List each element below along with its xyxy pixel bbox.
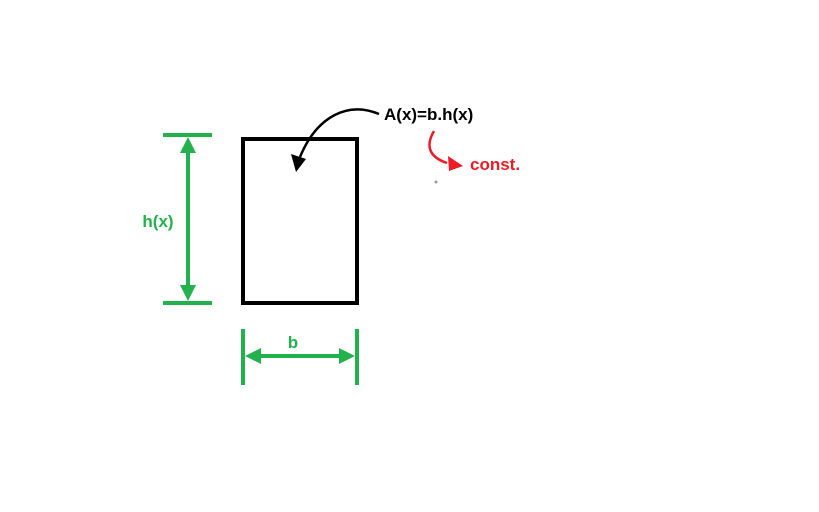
- height-dim-arrowhead-top: [180, 137, 196, 153]
- const-annotation: const.: [428, 130, 520, 174]
- width-dim-arrowhead-right: [339, 348, 355, 364]
- area-pointer-arrowhead: [291, 154, 306, 172]
- area-annotation: A(x)=b.h(x): [291, 105, 473, 172]
- height-dimension-arrow: h(x): [142, 133, 212, 305]
- stray-mark: [434, 180, 438, 184]
- area-formula-label: A(x)=b.h(x): [384, 105, 473, 124]
- const-pointer-arrow: [428, 130, 448, 165]
- width-dimension-label: b: [288, 333, 298, 352]
- const-pointer-arrowhead: [448, 156, 463, 171]
- const-label: const.: [470, 155, 520, 174]
- height-dim-arrowhead-bottom: [180, 285, 196, 301]
- width-dimension-arrow: b: [241, 329, 359, 385]
- area-pointer-arrow: [298, 108, 380, 158]
- height-dimension-label: h(x): [142, 212, 173, 231]
- cross-section-rectangle: [241, 137, 359, 305]
- width-dim-arrowhead-left: [245, 348, 261, 364]
